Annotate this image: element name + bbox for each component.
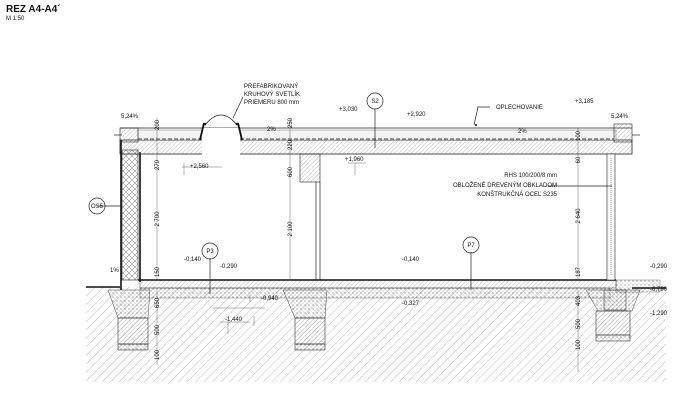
svg-text:100: 100	[155, 349, 161, 360]
skylight	[199, 114, 243, 156]
svg-text:-0,290: -0,290	[650, 264, 668, 270]
svg-text:600: 600	[288, 166, 294, 177]
flashing-note: OPLECHOVANIE	[496, 105, 543, 111]
svg-text:-1,440: -1,440	[225, 317, 243, 323]
svg-text:+3,185: +3,185	[575, 99, 594, 105]
svg-text:2%: 2%	[518, 129, 527, 135]
svg-text:100: 100	[576, 130, 582, 141]
svg-text:270: 270	[155, 159, 161, 170]
svg-text:200: 200	[155, 119, 161, 130]
svg-text:500: 500	[155, 324, 161, 335]
footing-left	[107, 289, 151, 351]
svg-text:-0,290: -0,290	[220, 264, 238, 270]
floor-slab	[139, 279, 617, 289]
roof-slab	[114, 123, 640, 183]
left-wall-insulation	[121, 149, 139, 281]
skylight-note: PREFABRIKOVANÝ	[244, 83, 298, 90]
svg-text:5,24%: 5,24%	[121, 114, 139, 120]
tag-s2: S2	[366, 92, 384, 110]
svg-text:-1,290: -1,290	[650, 311, 668, 317]
svg-text:1%: 1%	[110, 268, 119, 274]
tag-p7: P7	[462, 236, 480, 254]
svg-text:-0,940: -0,940	[261, 296, 279, 302]
svg-text:220: 220	[288, 139, 294, 150]
svg-text:5,24%: 5,24%	[611, 114, 629, 120]
skylight-note: KRUHOVÝ SVETLÍK	[244, 91, 300, 98]
svg-text:2 640: 2 640	[576, 208, 582, 224]
svg-text:-0,140: -0,140	[402, 257, 420, 263]
svg-text:100: 100	[576, 339, 582, 350]
floor-gravel-bed	[139, 287, 611, 299]
svg-text:P7: P7	[467, 243, 475, 249]
svg-text:2%: 2%	[267, 127, 276, 133]
svg-text:OS5: OS5	[91, 204, 104, 210]
svg-text:-0,790: -0,790	[650, 287, 668, 293]
svg-text:+2,560: +2,560	[190, 164, 209, 170]
ground-soil	[86, 287, 666, 382]
svg-text:187: 187	[576, 266, 582, 277]
svg-text:650: 650	[155, 297, 161, 308]
svg-text:+3,030: +3,030	[339, 107, 358, 113]
footing-right	[585, 289, 641, 342]
svg-text:403: 403	[576, 295, 582, 306]
footing-middle	[282, 289, 328, 351]
column-note: OBLOŽENÉ DREVENÝM OBKLADOM	[453, 181, 557, 189]
svg-text:500: 500	[576, 318, 582, 329]
column-note: KONŠTRUKČNÁ OCEĽ S235	[477, 191, 557, 198]
drawing-scale: M 1:50	[6, 16, 25, 22]
svg-text:P3: P3	[206, 249, 214, 255]
slope-labels: 5,24% 5,24% 2% 2% 1%	[110, 114, 629, 274]
level-labels: +3,030 +2,920 +3,185 +2,560 +1,960 -0,14…	[184, 99, 668, 323]
tag-p3: P3	[201, 242, 219, 260]
svg-text:-0,140: -0,140	[184, 257, 202, 263]
dimension-labels: 200 270 2 700 150 650 500 100 250 220 60…	[155, 117, 582, 360]
svg-text:S2: S2	[371, 99, 379, 105]
svg-text:60: 60	[576, 156, 582, 163]
skylight-note: PRIEMERU 800 mm	[244, 100, 299, 106]
drawing-title: REZ A4-A4´	[6, 4, 61, 15]
svg-text:+1,960: +1,960	[345, 157, 364, 163]
tag-os5: OS5	[88, 197, 106, 215]
svg-text:+2,920: +2,920	[407, 112, 426, 118]
svg-text:2 100: 2 100	[288, 221, 294, 237]
svg-text:2 700: 2 700	[155, 211, 161, 227]
svg-text:250: 250	[288, 117, 294, 128]
svg-text:-0.327: -0.327	[402, 301, 420, 307]
svg-text:150: 150	[155, 266, 161, 277]
dimension-lines	[156, 118, 579, 372]
column-note: RHS 100/200/8 mm	[504, 173, 557, 179]
